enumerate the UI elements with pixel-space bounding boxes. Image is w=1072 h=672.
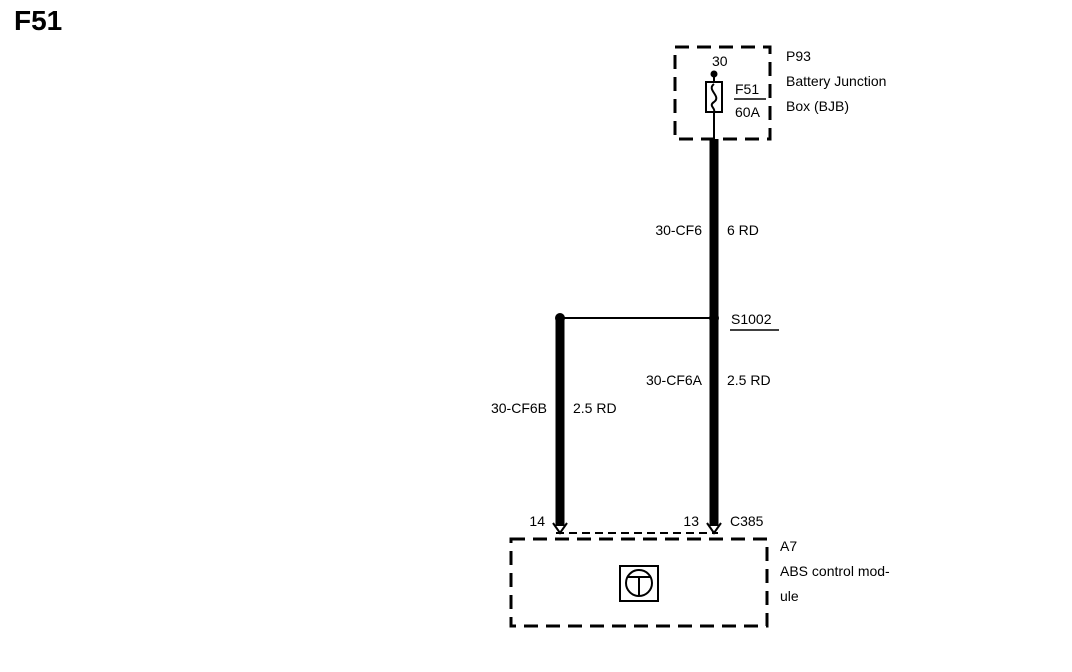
splice-label: S1002 [731,311,772,327]
connector-pin-right: 13 [683,513,699,529]
wire-branch-a-circuit: 30-CF6A [646,372,703,388]
module-id: A7 [780,538,797,554]
fuse-box-name-line2: Box (BJB) [786,98,849,114]
wire-branch-b-spec: 2.5 RD [573,400,617,416]
abs-module-icon [619,565,659,602]
fuse-id: F51 [735,81,759,97]
fuse-pin-number: 30 [712,53,728,69]
wire-branch-a-spec: 2.5 RD [727,372,771,388]
module-name-line2: ule [780,588,799,604]
wire-feed-circuit: 30-CF6 [655,222,702,238]
fuse-box-id: P93 [786,48,811,64]
wire-branch-b-circuit: 30-CF6B [491,400,547,416]
battery-junction-box [673,45,772,141]
wire-feed-spec: 6 RD [727,222,759,238]
module-name-line1: ABS control mod- [780,563,890,579]
fuse-box-name-line1: Battery Junction [786,73,886,89]
diagram-title: F51 [14,5,62,36]
connector-pin-left: 14 [529,513,545,529]
abs-module-box [509,537,769,628]
connector-c385 [552,522,722,535]
fuse-icon [705,74,723,140]
connector-label: C385 [730,513,764,529]
fuse-rating: 60A [735,104,761,120]
